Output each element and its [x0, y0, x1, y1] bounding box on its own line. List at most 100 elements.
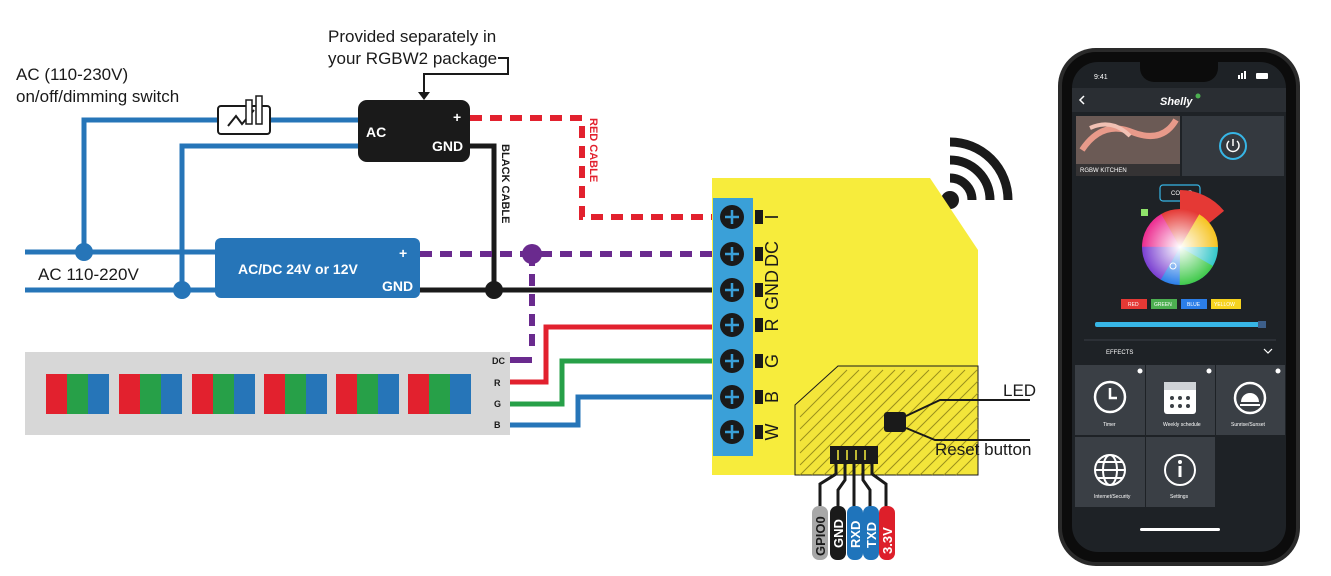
pin-label-gpio0: GPIO0 [813, 516, 828, 556]
led-group [192, 374, 255, 414]
tile-sunrise-sunset[interactable]: Sunrise/Sunset [1216, 365, 1285, 435]
power-icon[interactable] [1219, 132, 1247, 160]
provided-label-line2: your RGBW2 package [328, 49, 497, 68]
tile-internet-security[interactable]: Internet/Security [1075, 437, 1145, 507]
calendar-icon [1164, 382, 1196, 414]
terminal-label-r: R [762, 319, 782, 332]
smartphone: 9:41 Shelly RGBW KITCHEN COLOR [1058, 48, 1300, 566]
color-wheel[interactable] [1123, 190, 1237, 304]
switch-icon [217, 95, 271, 135]
pin-gpio0 [812, 506, 828, 560]
tile-timer-label: Timer [1103, 422, 1116, 428]
black-cable-label: BLACK CABLE [499, 144, 511, 223]
strip-terminal-dc: DC [492, 356, 505, 366]
info-icon [1164, 454, 1196, 486]
pin-label-rxd: RXD [848, 521, 863, 548]
junction-dot [173, 281, 191, 299]
color-button-yellow[interactable] [1211, 299, 1241, 309]
junction-dot [75, 243, 93, 261]
header-pins: GPIO0 GND RXD TXD 3.3V [812, 462, 895, 560]
terminal-label-w: W [762, 424, 782, 441]
globe-icon [1094, 454, 1126, 486]
provided-callout-arrow [418, 92, 430, 100]
led-group [46, 374, 109, 414]
color-button-red-label: RED [1128, 302, 1139, 308]
tile-weekly-schedule[interactable]: Weekly schedule [1146, 365, 1215, 435]
power-adapter: AC + GND [358, 100, 470, 162]
back-icon[interactable] [1078, 95, 1085, 105]
ac-supply-label: AC 110-220V [38, 265, 139, 284]
wifi-icon [941, 137, 1013, 209]
pin-3v3 [879, 506, 895, 560]
terminal-label-g: G [762, 354, 782, 368]
pin-rxd [847, 506, 863, 560]
terminal-label-b: B [762, 391, 782, 403]
color-button-blue-label: BLUE [1187, 302, 1201, 308]
led-group [119, 374, 182, 414]
psu-gnd-label: GND [382, 278, 413, 294]
led-reset-component [884, 412, 906, 432]
psu-label: AC/DC 24V or 12V [238, 261, 358, 277]
tile-timer[interactable]: Timer [1075, 365, 1145, 435]
color-button-yellow-label: YELLOW [1214, 302, 1235, 308]
ac-switch-label-line1: AC (110-230V) [16, 65, 128, 84]
led-label: LED [1003, 381, 1036, 400]
pin-label-3v3: 3.3V [880, 527, 895, 554]
color-button-green[interactable] [1151, 299, 1177, 309]
effects-label: EFFECTS [1106, 350, 1133, 356]
terminal-notches [755, 210, 763, 439]
led-strip: DC R G B [25, 352, 510, 435]
phone-time: 9:41 [1094, 74, 1108, 81]
timer-icon [1093, 380, 1127, 414]
reset-callout-line [905, 427, 1030, 441]
sunrise-icon [1233, 381, 1267, 415]
color-button-red[interactable] [1121, 299, 1147, 309]
led-group [336, 374, 399, 414]
switch-feed-wire [81, 117, 218, 252]
psu-plus-label: + [399, 245, 407, 261]
brightness-slider[interactable] [1095, 322, 1265, 327]
device-name: RGBW KITCHEN [1080, 168, 1127, 174]
adapter-plus-label: + [453, 109, 461, 125]
strip-r-wire [510, 324, 715, 385]
provided-label-line1: Provided separately in [328, 27, 496, 46]
terminal-label-dc: DC [762, 241, 782, 267]
junction-dot [485, 281, 503, 299]
rgbw2-device: I DC GND R G B W [712, 178, 979, 476]
chevron-down-icon[interactable] [1263, 348, 1273, 354]
white-mode-indicator[interactable] [1141, 209, 1148, 216]
terminal-screws [720, 205, 744, 444]
color-button-blue[interactable] [1181, 299, 1207, 309]
strip-terminal-r: R [494, 378, 501, 388]
tile-weekly-schedule-label: Weekly schedule [1163, 422, 1201, 428]
pin-label-txd: TXD [864, 522, 879, 548]
tile-sunrise-sunset-label: Sunrise/Sunset [1231, 422, 1266, 428]
brightness-slider-end[interactable] [1258, 321, 1266, 328]
adapter-neutral-wire [179, 143, 358, 290]
ac-switch-label-line2: on/off/dimming switch [16, 87, 179, 106]
reset-button-label: Reset button [935, 440, 1031, 459]
terminal-label-gnd: GND [762, 270, 782, 310]
strip-terminal-b: B [494, 420, 501, 430]
strip-g-wire [510, 358, 715, 407]
terminal-label-i: I [762, 214, 782, 219]
blue-wires [25, 117, 715, 428]
adapter-gnd-label: GND [432, 138, 463, 154]
tile-settings-label: Settings [1170, 494, 1189, 500]
ac-dc-power-supply: AC/DC 24V or 12V + GND [215, 238, 420, 298]
color-button-green-label: GREEN [1154, 302, 1172, 308]
adapter-ac-label: AC [366, 124, 386, 140]
wheel-cursor[interactable] [1169, 262, 1177, 270]
adapter-gnd-wire [470, 143, 497, 290]
black-wires [420, 143, 715, 293]
pin-label-gnd: GND [831, 519, 846, 548]
brand-leaf-icon [1195, 93, 1201, 99]
phone-brand: Shelly [1160, 96, 1193, 108]
provided-callout-line [423, 57, 509, 94]
red-cable-label: RED CABLE [587, 118, 599, 182]
strip-terminal-g: G [494, 399, 501, 409]
tile-settings[interactable]: Settings [1146, 437, 1215, 507]
header-connector [830, 446, 878, 464]
red-dashed-wire [470, 115, 715, 220]
